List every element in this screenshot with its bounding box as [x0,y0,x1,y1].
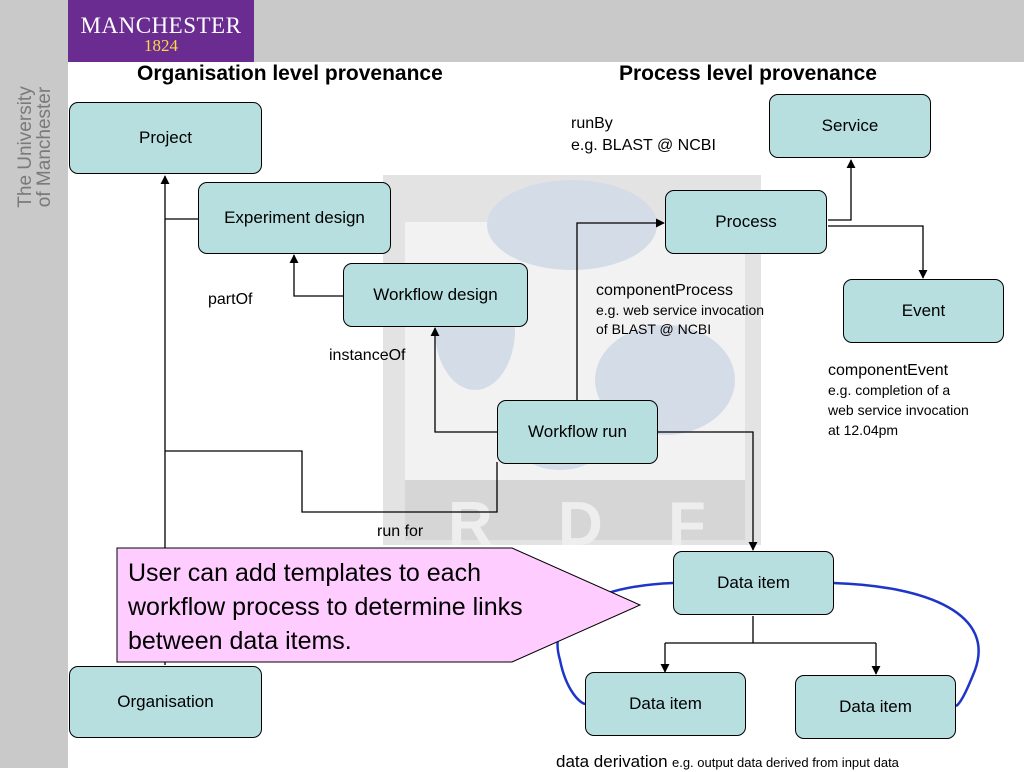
label-run-by: runBy e.g. BLAST @ NCBI [571,115,716,154]
label-component-process: componentProcess e.g. web service invoca… [596,282,765,337]
heading-organisation-level: Organisation level provenance [137,62,443,85]
node-project: Project [69,102,262,174]
node-data-item-left: Data item [585,672,746,736]
label-part-of: partOf [208,291,253,308]
node-data-item-right: Data item [795,675,956,739]
manchester-logo: MANCHESTER 1824 [68,0,254,62]
watermark-letter-d: D [558,490,603,559]
node-service: Service [769,94,931,158]
logo-wordmark: MANCHESTER [80,13,242,38]
watermark-letter-f: F [668,490,706,559]
node-data-item-top: Data item [673,551,834,615]
node-experiment-design: Experiment design [198,182,391,254]
label-data-derivation: data derivation e.g. output data derived… [556,752,899,771]
node-process: Process [665,190,827,254]
label-instance-of: instanceOf [329,347,406,364]
node-organisation: Organisation [69,666,262,738]
heading-process-level: Process level provenance [619,62,877,85]
node-event: Event [843,279,1004,343]
logo-year: 1824 [144,36,178,55]
label-run-for: run for [377,523,424,540]
node-workflow-run: Workflow run [497,400,658,464]
label-component-event: componentEvent e.g. completion of a web … [828,362,969,438]
callout-text: User can add templates to each workflow … [128,559,523,655]
node-workflow-design: Workflow design [343,263,528,327]
side-banner: The University of Manchester [0,0,68,768]
